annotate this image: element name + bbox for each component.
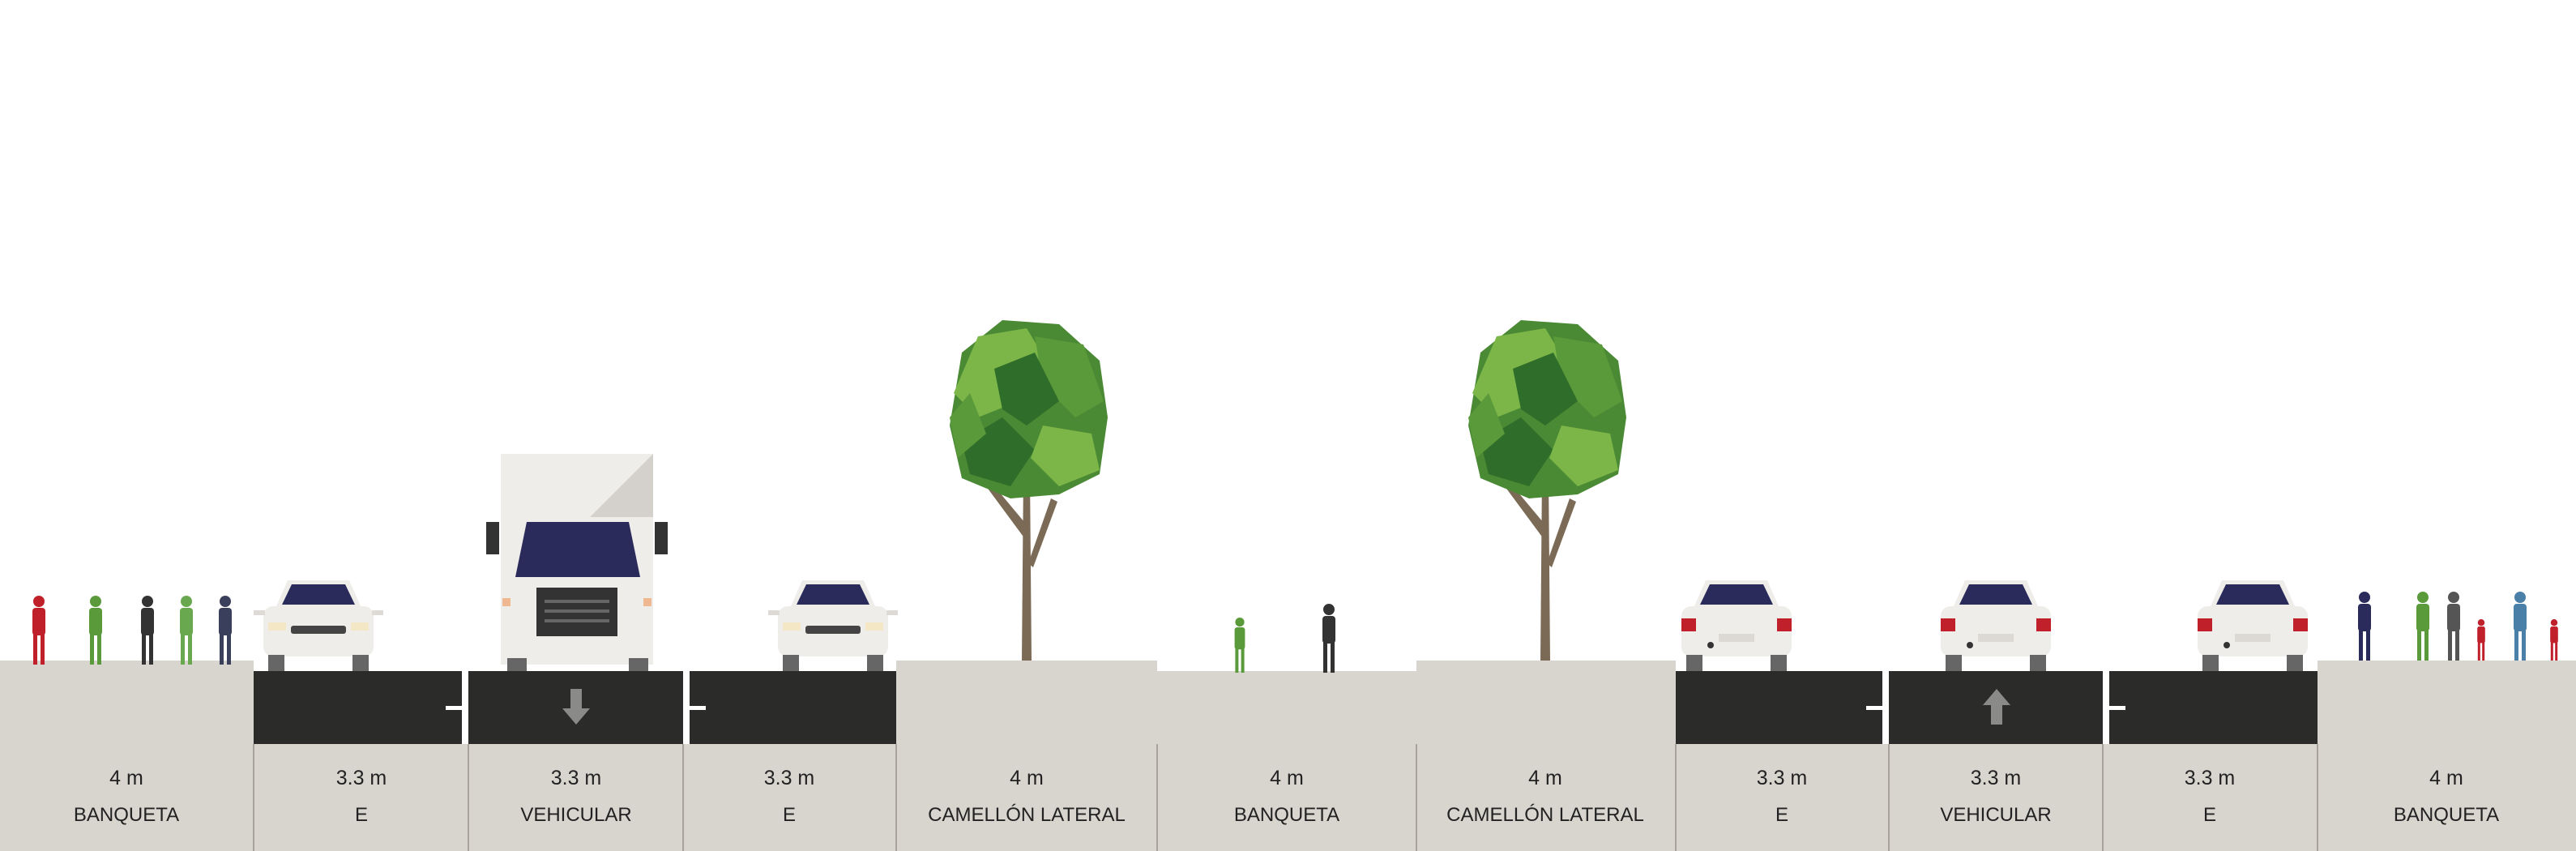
lane-base-east bbox=[1676, 744, 2318, 851]
sidewalk-right-surface bbox=[2318, 661, 2576, 851]
lane-stripe bbox=[1866, 706, 1882, 710]
lane-gap bbox=[2103, 671, 2109, 744]
lane-stripe bbox=[690, 706, 706, 710]
segment-name-label: VEHICULAR bbox=[520, 804, 631, 826]
tree-right bbox=[1468, 320, 1626, 661]
segment-name-label: BANQUETA bbox=[74, 804, 179, 826]
segment-name-label: VEHICULAR bbox=[1940, 804, 2051, 826]
sidewalk-center-surface bbox=[1157, 671, 1416, 851]
lane-stripe bbox=[446, 706, 462, 710]
pedestrian-group-center bbox=[1234, 604, 1335, 673]
lane-stripe bbox=[2109, 706, 2125, 710]
segment-width-label: 3.3 m bbox=[336, 767, 387, 789]
segment-labels: 4 m BANQUETA 3.3 m E 3.3 m VEHICULAR 3.3… bbox=[74, 767, 2499, 826]
segment-width-label: 3.3 m bbox=[551, 767, 602, 789]
segment-width-label: 4 m bbox=[109, 767, 143, 789]
arrow-up-icon bbox=[1983, 689, 2010, 725]
segment-name-label: E bbox=[2203, 804, 2216, 826]
segment-name-label: E bbox=[355, 804, 368, 826]
lane-gap bbox=[683, 671, 690, 744]
segment-width-label: 3.3 m bbox=[1757, 767, 1808, 789]
car-rear-2 bbox=[1941, 580, 2051, 671]
sidewalk-left-surface bbox=[0, 661, 254, 851]
ground bbox=[0, 661, 2576, 851]
segment-name-label: BANQUETA bbox=[2394, 804, 2499, 826]
tree-left bbox=[950, 320, 1108, 661]
car-front-right bbox=[768, 580, 898, 671]
segment-width-label: 4 m bbox=[2429, 767, 2463, 789]
segment-width-label: 3.3 m bbox=[764, 767, 815, 789]
truck bbox=[486, 454, 668, 671]
car-front-left bbox=[254, 580, 383, 671]
segment-width-label: 3.3 m bbox=[1971, 767, 2022, 789]
pedestrian-group-left bbox=[32, 596, 232, 665]
segment-name-label: BANQUETA bbox=[1234, 804, 1339, 826]
segment-name-label: CAMELLÓN LATERAL bbox=[1446, 804, 1644, 826]
segment-name-label: E bbox=[783, 804, 796, 826]
segment-name-label: CAMELLÓN LATERAL bbox=[928, 804, 1126, 826]
median-right-surface bbox=[1416, 661, 1676, 851]
segment-name-label: E bbox=[1775, 804, 1788, 826]
segment-width-label: 4 m bbox=[1528, 767, 1562, 789]
segment-width-label: 4 m bbox=[1010, 767, 1044, 789]
segment-width-label: 3.3 m bbox=[2185, 767, 2236, 789]
car-rear-1 bbox=[1681, 580, 1792, 671]
segment-width-label: 4 m bbox=[1270, 767, 1304, 789]
lane-base-west bbox=[254, 744, 896, 851]
pedestrian-group-right bbox=[2358, 592, 2558, 661]
median-left-surface bbox=[896, 661, 1157, 851]
car-rear-3 bbox=[2198, 580, 2308, 671]
lane-gap bbox=[1882, 671, 1889, 744]
lane-gap bbox=[462, 671, 468, 744]
arrow-down-icon bbox=[562, 689, 590, 725]
